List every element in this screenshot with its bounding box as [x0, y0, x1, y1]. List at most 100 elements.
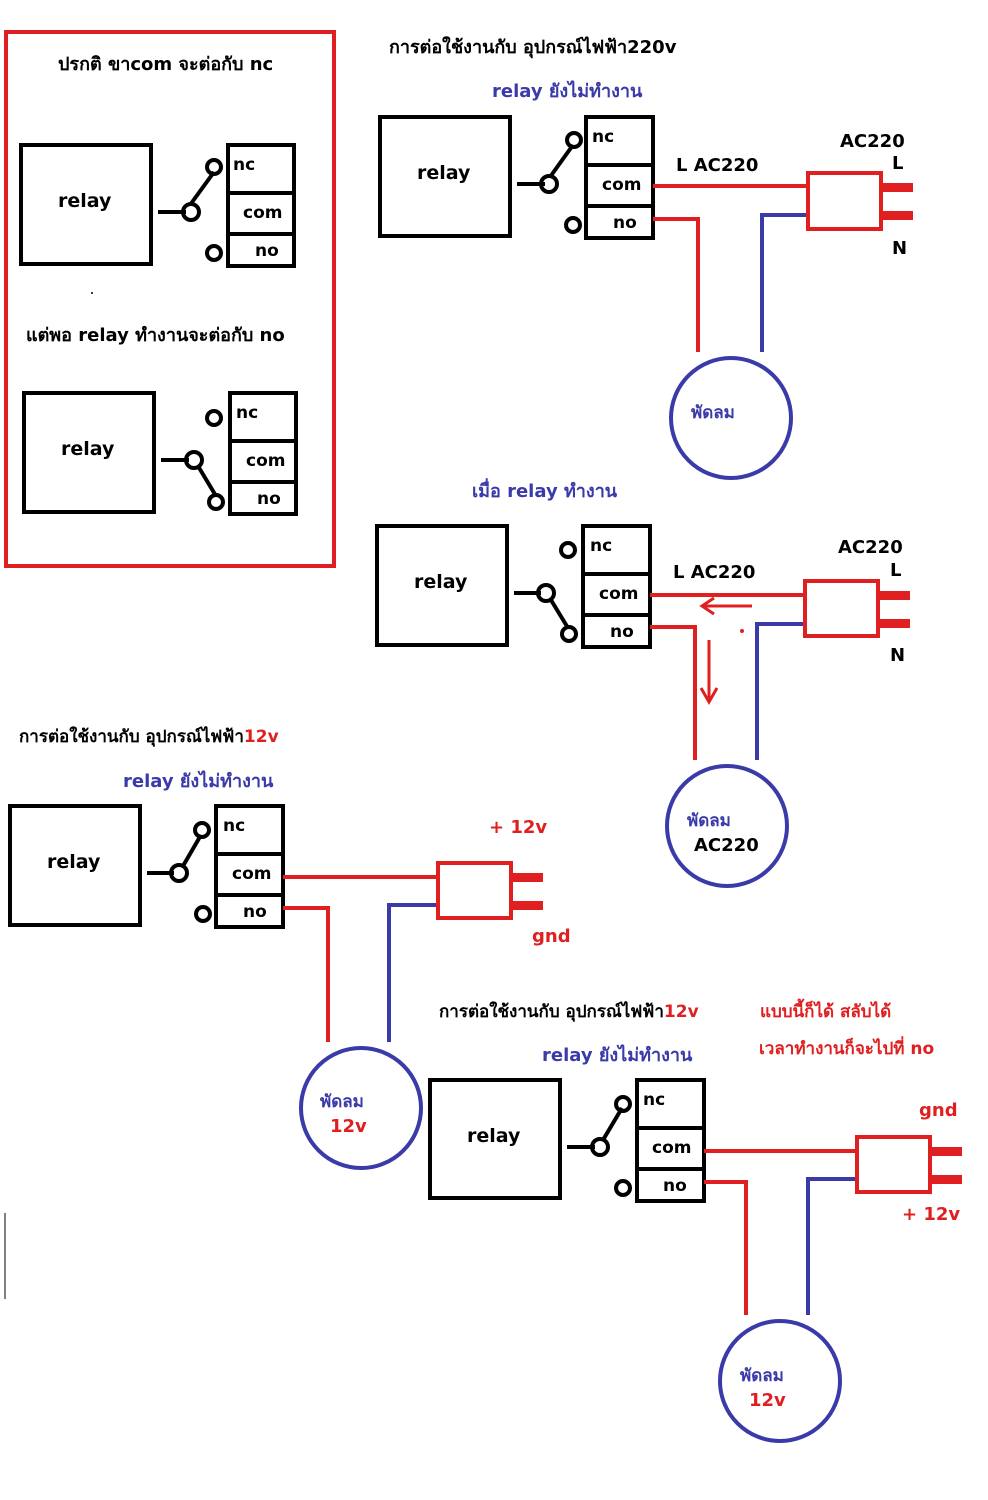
legend-panel-border	[4, 30, 336, 568]
relay-a-coil-box	[19, 143, 153, 266]
relay-e-label: relay	[47, 851, 101, 873]
section-12v-title-prefix: การต่อใช้งานกับ อุปกรณ์ไฟฟ้า	[19, 726, 244, 747]
relay-d-terminal-block	[581, 524, 652, 649]
relay-c: relay nc com no	[378, 115, 655, 240]
legend-panel: ปรกติ ขาcom จะต่อกับ nc relay nc com no …	[4, 30, 336, 568]
relay-f-terminal-block	[635, 1078, 706, 1203]
relay-c-com-label: com	[602, 175, 641, 195]
section-12v-alt-note-2: เวลาทำงานก็จะไปที่ no	[759, 1036, 934, 1059]
section-220v-ac220-label: AC220	[840, 131, 905, 152]
section-12v-fan-label: พัดลม	[320, 1092, 364, 1112]
relay-d: relay nc com no	[375, 524, 652, 649]
stray-dot	[740, 629, 744, 633]
relay-f-coil-box	[428, 1078, 562, 1200]
relay-b-pivot	[184, 450, 204, 470]
section-220v-on-plug	[803, 579, 880, 638]
section-220v-plug-pin-l	[881, 183, 913, 192]
relay-e: relay nc com no	[8, 804, 285, 929]
relay-d-nc-contact	[559, 541, 577, 559]
section-220v-state-off: relay ยังไม่ทำงาน	[492, 80, 643, 102]
section-12v-alt-fan-12v-label: 12v	[749, 1390, 786, 1411]
relay-d-no-label: no	[610, 622, 634, 642]
relay-f-no-label: no	[663, 1176, 687, 1196]
section-12v-alt-title: การต่อใช้งานกับ อุปกรณ์ไฟฟ้า12v	[439, 1001, 699, 1022]
relay-f: relay nc com no	[428, 1078, 706, 1203]
section-220v-on-fan-label: พัดลม	[687, 811, 731, 831]
relay-e-com-label: com	[232, 864, 271, 884]
section-220v-on-line-wire-no	[650, 625, 697, 760]
relay-a-nc-contact	[205, 158, 223, 176]
relay-b-no-contact	[207, 493, 225, 511]
relay-d-no-contact	[560, 625, 578, 643]
section-220v-on-n-label: N	[890, 645, 905, 666]
section-12v-alt-wire-no	[704, 1180, 748, 1315]
relay-f-no-contact	[614, 1179, 632, 1197]
section-12v-title-suffix: 12v	[244, 727, 279, 747]
relay-d-pivot	[536, 583, 556, 603]
stray-dot-2	[91, 292, 93, 294]
relay-e-pivot	[169, 863, 189, 883]
section-220v-fan-label: พัดลม	[691, 403, 735, 423]
section-12v-plug-pin-2	[511, 901, 543, 910]
section-220v-on-l-ac220-label: L AC220	[673, 562, 755, 583]
section-12v-gnd-wire	[387, 903, 438, 1042]
current-flow-arrow-down-head	[699, 687, 719, 706]
section-12v-title: การต่อใช้งานกับ อุปกรณ์ไฟฟ้า12v	[19, 726, 279, 747]
relay-a-com-label: com	[243, 203, 282, 223]
legend-normal-text: ปรกติ ขาcom จะต่อกับ nc	[58, 54, 273, 75]
relay-e-coil-box	[8, 804, 142, 927]
section-220v-state-on: เมื่อ relay ทำงาน	[472, 478, 618, 502]
section-220v-l-label: L	[892, 153, 903, 174]
relay-b-label: relay	[61, 438, 115, 460]
section-12v-alt-fan-label: พัดลม	[740, 1366, 784, 1386]
section-12v-alt-gnd-label: gnd	[919, 1100, 958, 1121]
section-12v-wire-no	[283, 906, 330, 1042]
relay-b-terminal-block	[228, 391, 298, 516]
section-12v-alt-plus-12v-label: + 12v	[902, 1204, 960, 1225]
section-220v-plug-pin-n	[881, 211, 913, 220]
current-flow-arrow-left-head	[699, 596, 715, 616]
section-220v-on-neutral-wire	[755, 622, 805, 760]
relay-e-nc-label: nc	[223, 816, 245, 836]
relay-a-terminal-block	[226, 143, 296, 268]
section-12v-alt-gnd-wire	[806, 1177, 857, 1315]
section-220v-line-wire-no	[653, 217, 700, 352]
section-12v-alt-title-prefix: การต่อใช้งานกับ อุปกรณ์ไฟฟ้า	[439, 1001, 664, 1022]
relay-e-switch-blade	[181, 833, 203, 868]
relay-d-com-label: com	[599, 584, 638, 604]
relay-f-pivot	[590, 1137, 610, 1157]
relay-a-no-label: no	[255, 241, 279, 261]
section-220v-on-plug-pin-l	[878, 591, 910, 600]
relay-b-com-label: com	[246, 451, 285, 471]
relay-c-no-label: no	[613, 213, 637, 233]
section-12v-alt-plug-pin-2	[930, 1175, 962, 1184]
section-220v-n-label: N	[892, 238, 907, 259]
relay-b-nc-contact	[205, 409, 223, 427]
relay-f-com-label: com	[652, 1138, 691, 1158]
section-12v-fan-12v-label: 12v	[330, 1116, 367, 1137]
relay-d-label: relay	[414, 571, 468, 593]
section-220v-fan	[669, 356, 793, 480]
relay-f-nc-label: nc	[643, 1090, 665, 1110]
section-220v-on-plug-pin-n	[878, 619, 910, 628]
relay-a-nc-label: nc	[233, 155, 255, 175]
relay-a: relay nc com no	[19, 143, 296, 268]
section-12v-alt-title-suffix: 12v	[664, 1002, 699, 1022]
section-12v-alt-plug	[855, 1135, 932, 1194]
relay-c-nc-label: nc	[592, 127, 614, 147]
section-12v-alt-note-1: แบบนี้ก็ได้ สลับได้	[760, 998, 891, 1022]
relay-a-switch-blade	[188, 170, 216, 207]
section-220v-on-fan	[665, 764, 789, 888]
section-220v-on-fan-ac220-label: AC220	[694, 835, 759, 856]
relay-c-coil-box	[378, 115, 512, 238]
section-12v-plug	[436, 861, 513, 920]
section-12v-plug-pin-1	[511, 873, 543, 882]
section-220v-plug	[806, 171, 883, 231]
relay-c-terminal-block	[584, 115, 655, 240]
relay-e-terminal-block	[214, 804, 285, 929]
relay-d-switch-blade	[549, 598, 570, 630]
relay-b-no-label: no	[257, 489, 281, 509]
section-220v-on-ac220-label: AC220	[838, 537, 903, 558]
section-12v-fan	[299, 1046, 423, 1170]
